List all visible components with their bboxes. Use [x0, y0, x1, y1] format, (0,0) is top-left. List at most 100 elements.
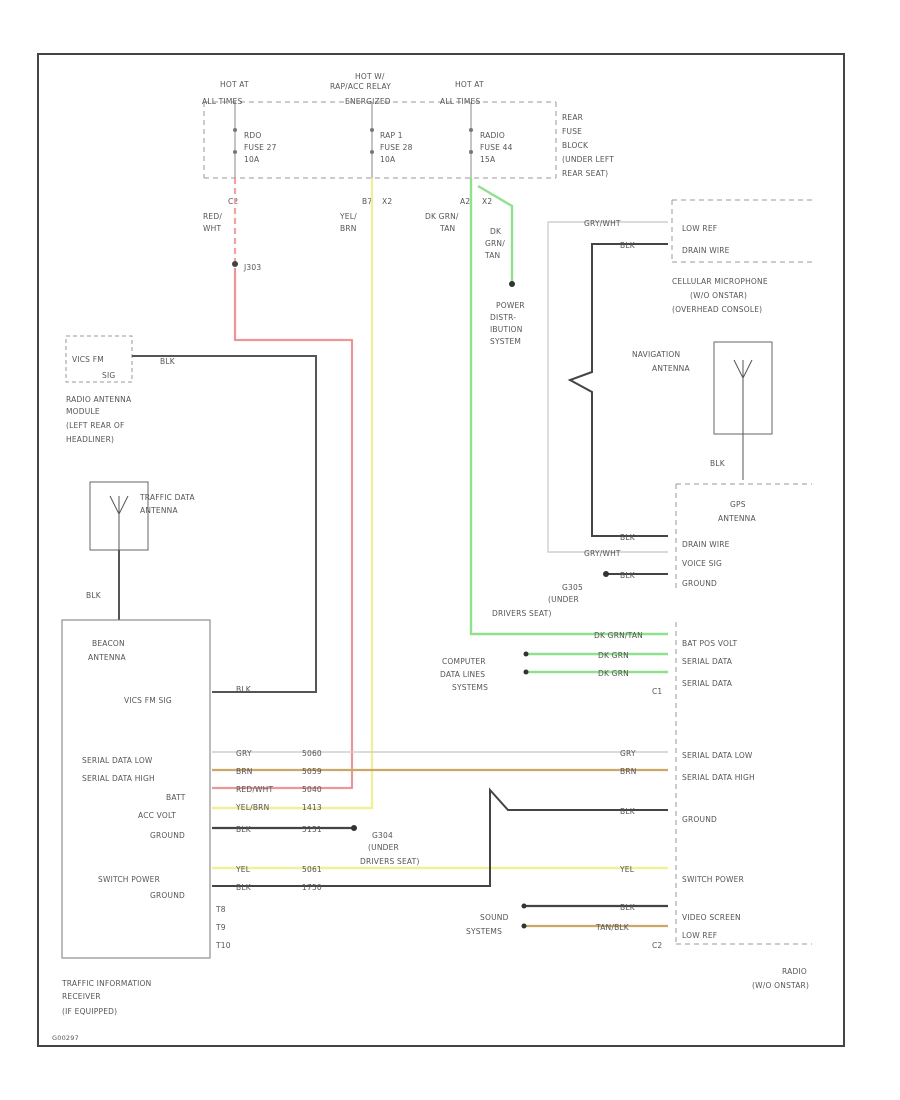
- g304-label-1: G304: [372, 831, 393, 840]
- tir-pin-serial-low: SERIAL DATA LOW: [82, 756, 153, 765]
- hot-rap-relay-1: HOT W/: [355, 72, 385, 81]
- power-dist-1: POWER: [496, 301, 525, 310]
- radio-conn-c2: C2: [652, 941, 662, 950]
- nav-antenna-icon: [733, 359, 753, 480]
- hot-at-all-times-right-2: ALL TIMES: [440, 97, 480, 106]
- hot-at-all-times-left-1: HOT AT: [220, 80, 249, 89]
- hot-at-all-times-left-2: ALL TIMES: [202, 97, 242, 106]
- wire-blk-label-cell-bot: BLK: [620, 533, 636, 542]
- radio-antenna-label-4: HEADLINER): [66, 435, 114, 444]
- circuit-1750: 1750: [302, 883, 322, 892]
- fuse-block-label-2: FUSE: [562, 127, 582, 136]
- wire-dk-grn-tan-label-2: TAN: [439, 224, 455, 233]
- computer-label-1: COMPUTER: [442, 657, 486, 666]
- radio-pin-serial-2: SERIAL DATA: [682, 679, 733, 688]
- beacon-antenna-label-2: ANTENNA: [88, 653, 126, 662]
- wire-dk-grn-label-2: DK GRN: [598, 669, 629, 678]
- radio-box: [675, 622, 812, 945]
- footer-code: G00297: [52, 1034, 79, 1042]
- cell-mic-label-3: (OVERHEAD CONSOLE): [672, 305, 762, 314]
- power-dist-4: SYSTEM: [490, 337, 521, 346]
- gps-pin-drain: DRAIN WIRE: [682, 540, 730, 549]
- wire-yel-label-right: YEL: [619, 865, 635, 874]
- wire-blk-nav-label: BLK: [710, 459, 726, 468]
- tir-pin-switch: SWITCH POWER: [98, 875, 160, 884]
- wire-yel-brn-label-h: YEL/BRN: [235, 803, 269, 812]
- wire-blk-label-g2: BLK: [236, 883, 252, 892]
- fuse-block-label-3: BLOCK: [562, 141, 589, 150]
- wire-gry-wht-label-top: GRY/WHT: [584, 219, 621, 228]
- circuit-1413: 1413: [302, 803, 322, 812]
- wire-blk-label-g: BLK: [236, 825, 252, 834]
- gps-pin-voice: VOICE SIG: [682, 559, 722, 568]
- fuse-block: [203, 101, 557, 179]
- connector-x2-b: X2: [482, 197, 492, 206]
- cell-mic-low-ref: LOW REF: [682, 224, 717, 233]
- hot-rap-relay-3: ENERGIZED: [345, 97, 391, 106]
- gps-label-2: ANTENNA: [718, 514, 756, 523]
- radio-conn-c1: C1: [652, 687, 662, 696]
- g305-dot: [603, 571, 609, 577]
- radio-pin-bat: BAT POS VOLT: [682, 639, 737, 648]
- wire-gry-label-left: GRY: [236, 749, 252, 758]
- wire-yel-label-left: YEL: [235, 865, 251, 874]
- circuit-5040: 5040: [302, 785, 322, 794]
- tir-pin-ground-1: GROUND: [150, 831, 185, 840]
- wire-tan-blk-label: TAN/BLK: [595, 923, 630, 932]
- fuse-2-amp: 10A: [380, 155, 396, 164]
- connector-c2: C2: [228, 197, 238, 206]
- circuit-5060: 5060: [302, 749, 322, 758]
- wire-dk-grn-tan-label-1: DK GRN/: [425, 212, 459, 221]
- fuse-2-fuse: FUSE 28: [380, 143, 413, 152]
- wire-dk-grn-tan2-label-2: GRN/: [485, 239, 505, 248]
- radio-pin-ground: GROUND: [682, 815, 717, 824]
- g305-label-2: (UNDER: [548, 595, 579, 604]
- connector-a2: A2: [460, 197, 470, 206]
- wire-red-wht-label-2: WHT: [203, 224, 221, 233]
- gps-pin-ground: GROUND: [682, 579, 717, 588]
- wire-blk-vics-label-2: BLK: [236, 685, 252, 694]
- radio-label-2: (W/O ONSTAR): [752, 981, 809, 990]
- power-dist-2: DISTR-: [490, 313, 516, 322]
- radio-pin-switch: SWITCH POWER: [682, 875, 744, 884]
- cell-mic-drain: DRAIN WIRE: [682, 246, 730, 255]
- tir-pin-acc: ACC VOLT: [138, 811, 176, 820]
- traffic-antenna-label-2: ANTENNA: [140, 506, 178, 515]
- fuse-block-label-1: REAR: [562, 113, 583, 122]
- fuse-1-name: RDO: [244, 131, 262, 140]
- fuse-block-label-5: REAR SEAT): [562, 169, 608, 178]
- cell-mic-box: [671, 199, 812, 263]
- computer-label-2: DATA LINES: [440, 670, 485, 679]
- radio-pin-serial-low: SERIAL DATA LOW: [682, 751, 753, 760]
- traffic-antenna-icon: [109, 495, 129, 550]
- nav-antenna-label-1: NAVIGATION: [632, 350, 680, 359]
- g304-label-2: (UNDER: [368, 843, 399, 852]
- tir-pin-t10: T10: [215, 941, 231, 950]
- wire-blk-vics: [132, 355, 317, 693]
- sig-label: SIG: [102, 371, 115, 380]
- sound-label-1: SOUND: [480, 913, 509, 922]
- wire-dk-grn-tan2-label-3: TAN: [484, 251, 500, 260]
- g304-label-3: DRIVERS SEAT): [360, 857, 420, 866]
- tir-label-1: TRAFFIC INFORMATION: [61, 979, 151, 988]
- hot-at-all-times-right-1: HOT AT: [455, 80, 484, 89]
- wire-gry-label-right: GRY: [620, 749, 636, 758]
- cell-mic-label-1: CELLULAR MICROPHONE: [672, 277, 768, 286]
- wire-blk-traffic-label: BLK: [86, 591, 102, 600]
- radio-label-1: RADIO: [782, 967, 807, 976]
- wire-yel-brn-label-1: YEL/: [339, 212, 357, 221]
- wire-blk-cell: [567, 243, 668, 537]
- wire-blk-video-label: BLK: [620, 903, 636, 912]
- splice-j303: J303: [243, 263, 261, 272]
- wire-red-white: [212, 178, 354, 790]
- wire-brn-label-left: BRN: [236, 767, 253, 776]
- tir-pin-vics: VICS FM SIG: [124, 696, 172, 705]
- ground-g304-dot: [351, 825, 357, 831]
- cell-mic-label-2: (W/O ONSTAR): [690, 291, 747, 300]
- wire-blk-label-right-g: BLK: [620, 807, 636, 816]
- circuit-5059: 5059: [302, 767, 322, 776]
- radio-antenna-label-1: RADIO ANTENNA: [66, 395, 132, 404]
- wire-red-wht-label-h: RED/WHT: [236, 785, 274, 794]
- radio-pin-serial-1: SERIAL DATA: [682, 657, 733, 666]
